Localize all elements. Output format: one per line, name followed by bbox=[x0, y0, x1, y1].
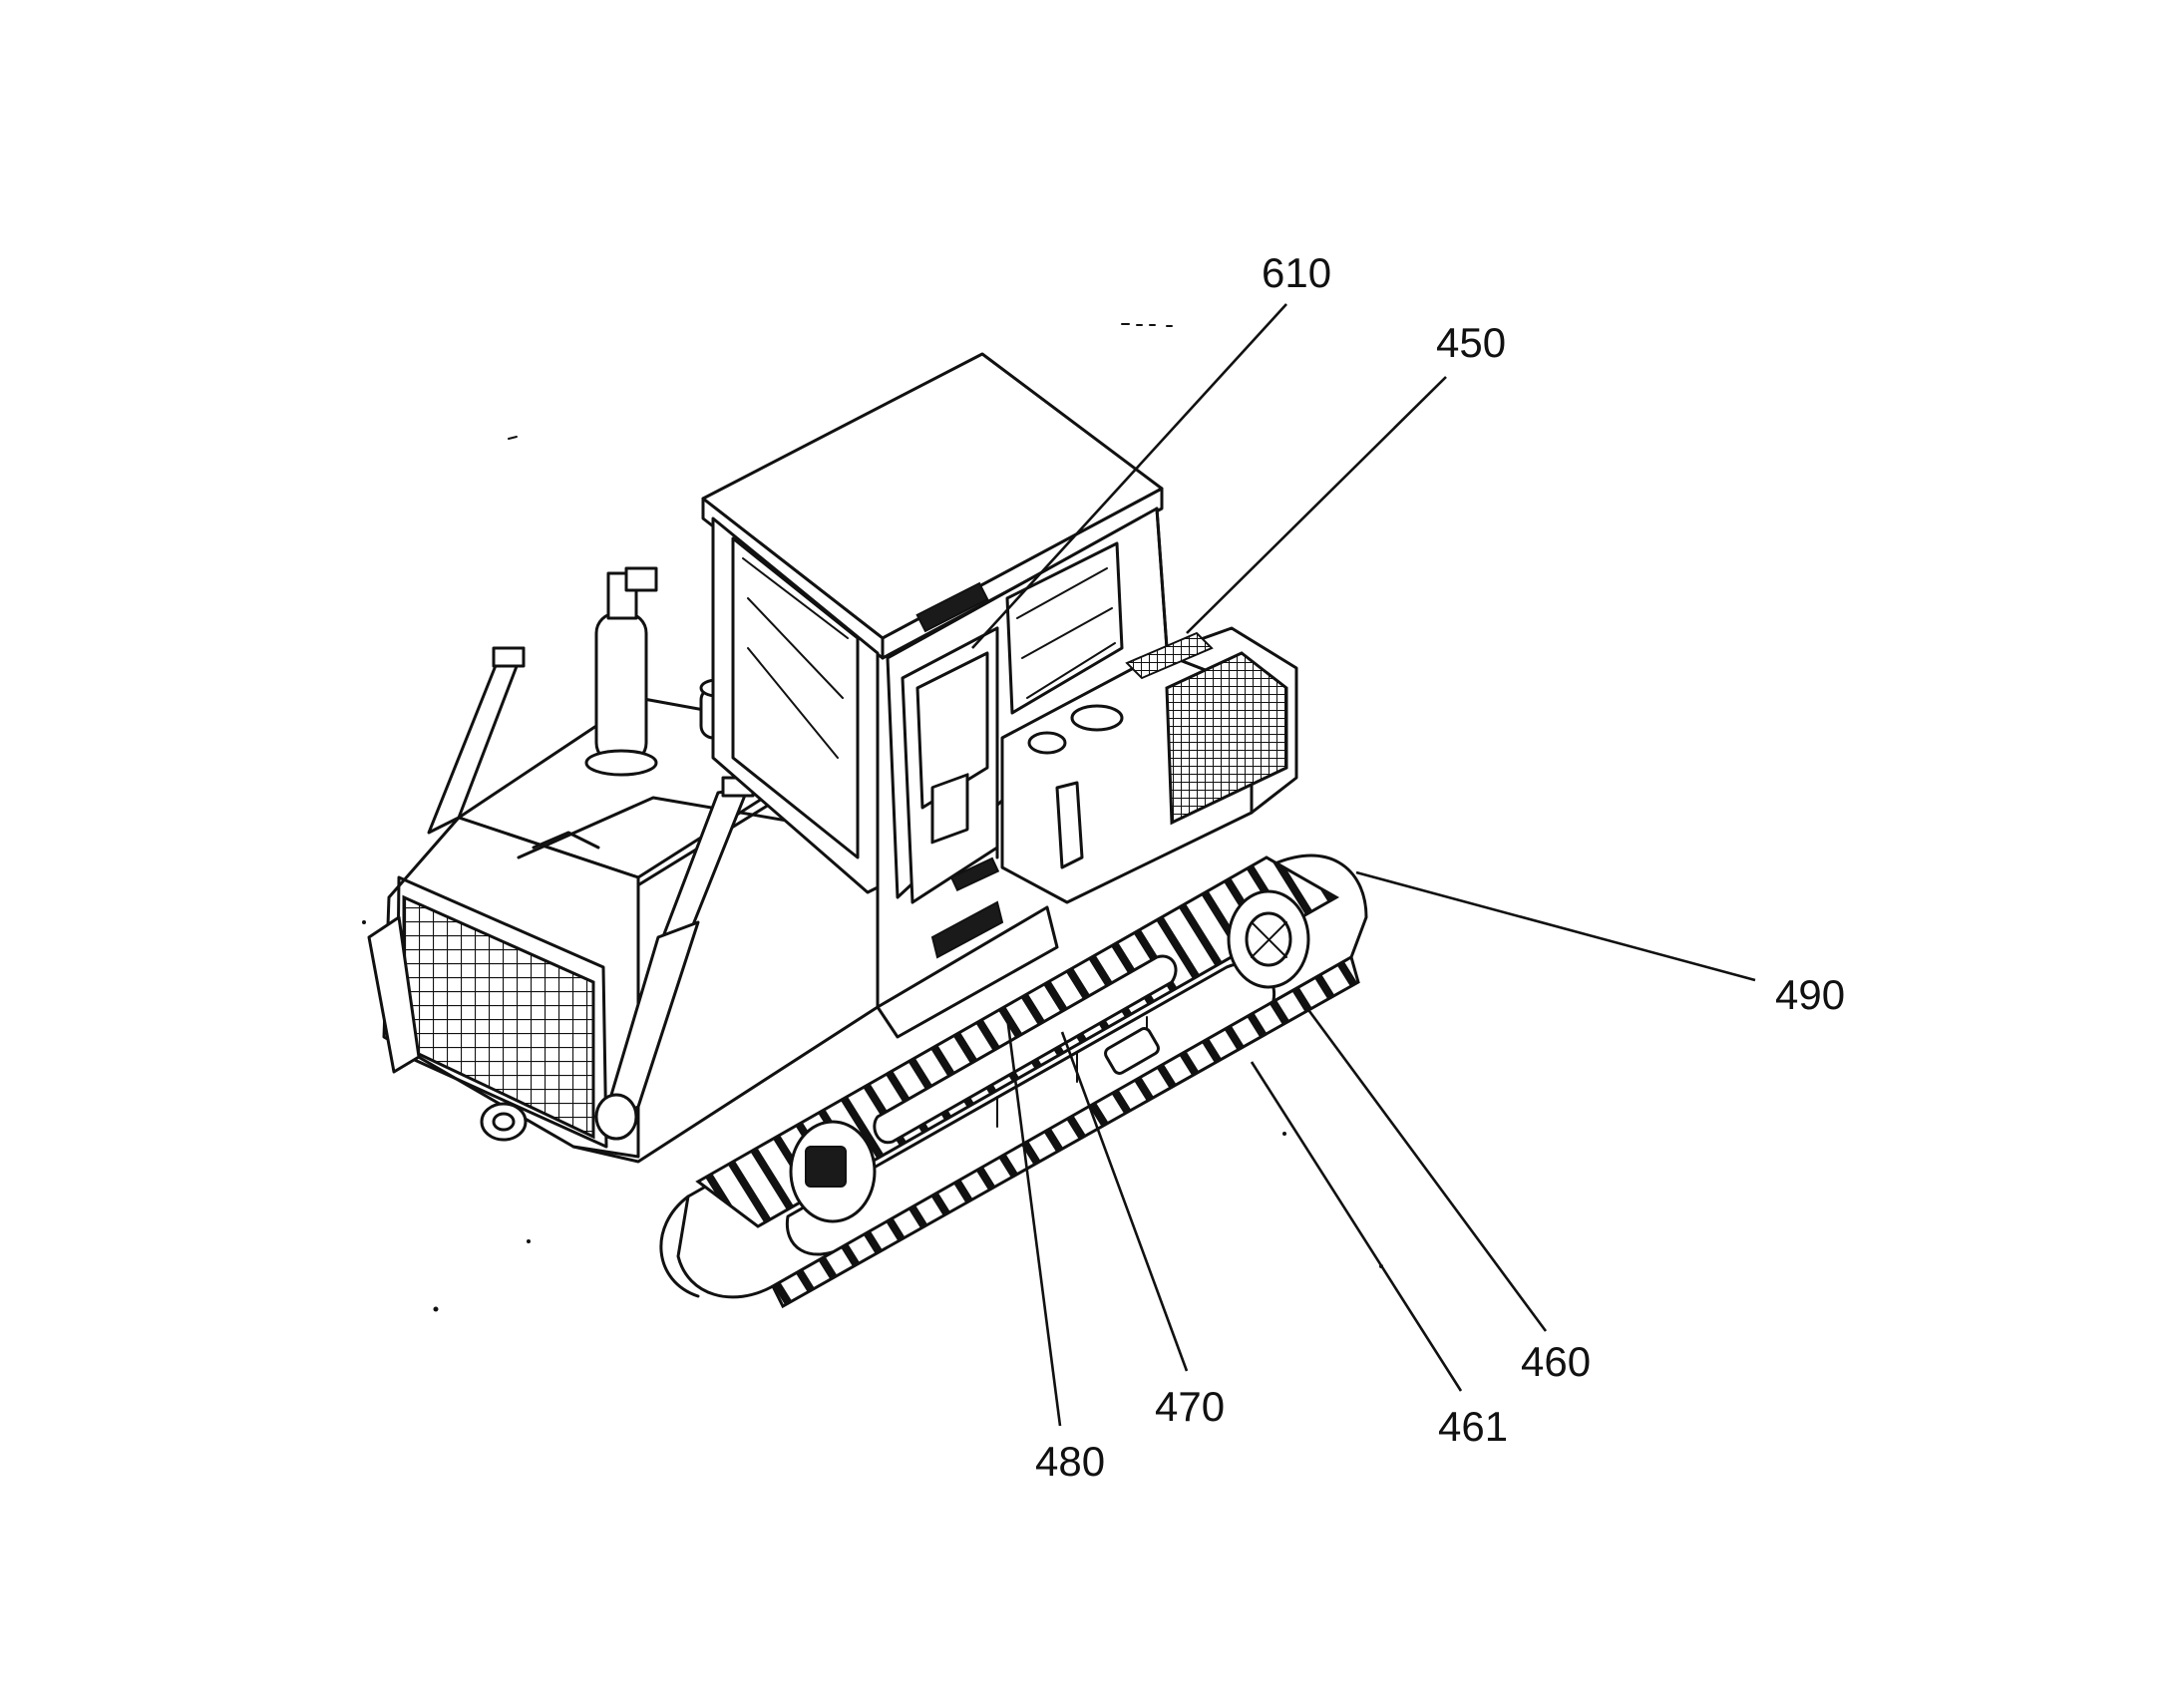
ref-490: 490 bbox=[1355, 870, 1845, 1018]
leader-line-490 bbox=[1355, 870, 1756, 982]
leader-line-461 bbox=[1250, 1061, 1463, 1392]
front-hitch bbox=[480, 1102, 528, 1142]
ref-470: 470 bbox=[1060, 1031, 1225, 1430]
main-frame bbox=[876, 900, 1059, 1039]
lift-cylinder-right bbox=[594, 776, 755, 1141]
ref-460: 460 bbox=[1304, 1006, 1591, 1385]
leader-line-480 bbox=[1005, 1016, 1062, 1427]
ref-470-label: 470 bbox=[1155, 1383, 1225, 1430]
lift-cylinder-left bbox=[427, 646, 526, 835]
ref-461-label: 461 bbox=[1438, 1403, 1508, 1450]
leader-line-450 bbox=[1186, 376, 1447, 634]
rear-compartment bbox=[1000, 626, 1298, 904]
ref-490-label: 490 bbox=[1775, 971, 1845, 1018]
crawler-track bbox=[659, 854, 1368, 1309]
ref-480-label: 480 bbox=[1035, 1438, 1105, 1485]
ref-450: 450 bbox=[1186, 319, 1506, 634]
leader-line-470 bbox=[1060, 1031, 1189, 1372]
ref-450-label: 450 bbox=[1436, 319, 1506, 366]
ref-610: 610 bbox=[971, 249, 1331, 649]
bulldozer-drawing bbox=[367, 352, 1368, 1309]
sprocket-wheel bbox=[1227, 889, 1310, 989]
operator-cab bbox=[701, 352, 1169, 904]
exhaust-stack bbox=[584, 566, 658, 777]
reference-numerals: 610 450 490 460 461 470 480 bbox=[971, 249, 1845, 1485]
ref-461: 461 bbox=[1250, 1061, 1508, 1450]
leader-line-460 bbox=[1304, 1006, 1548, 1332]
ref-480: 480 bbox=[1005, 1016, 1105, 1485]
leader-line-610 bbox=[971, 303, 1287, 649]
idler-wheel bbox=[789, 1120, 877, 1223]
ref-610-label: 610 bbox=[1262, 249, 1331, 296]
ref-460-label: 460 bbox=[1521, 1338, 1591, 1385]
scan-specks bbox=[362, 323, 1383, 1312]
